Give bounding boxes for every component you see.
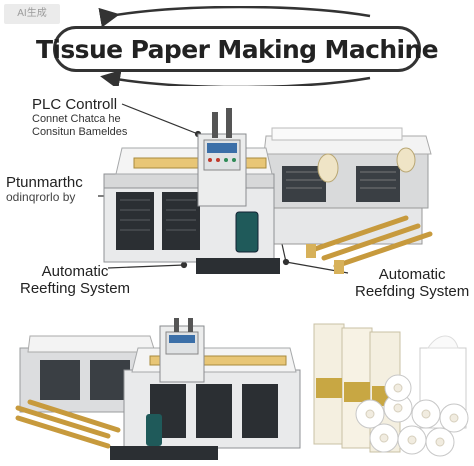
callout-plc-line1: Connet Chatca he [32,113,121,126]
page-title: Tissue Paper Making Machine [36,26,439,72]
callout-auto-left: Automatic Reefting System [20,263,130,298]
callout-plc-line2: Consitun Bameldes [32,125,128,138]
tissue-rolls-product-illustration [313,323,469,457]
callout-plc-title: PLC Controll [32,96,118,113]
corner-watermark: AI生成 [4,4,60,24]
callout-auto-right: Automatic Reefding System [355,266,469,301]
callout-auto-right-line1: Automatic [378,266,446,283]
callout-auto-left-line2: Reefting System [20,280,131,298]
tissue-machine-top-illustration [103,108,433,274]
circular-arrows-icon [98,6,371,86]
callout-pneumatic-sub: odinqrorlo by [6,190,76,205]
callout-pneumatic: Ptunmarthc odinqrorlo by [6,174,83,205]
callout-pneumatic-title: Ptunmarthc [6,174,83,191]
callout-auto-right-line2: Reefding System [355,283,470,301]
callout-auto-left-line1: Automatic [41,263,109,280]
callout-plc: PLC Controll Connet Chatca he Consitun B… [32,96,127,139]
title-banner: Tissue Paper Making Machine [36,6,439,86]
tissue-machine-bottom-illustration [15,318,301,460]
